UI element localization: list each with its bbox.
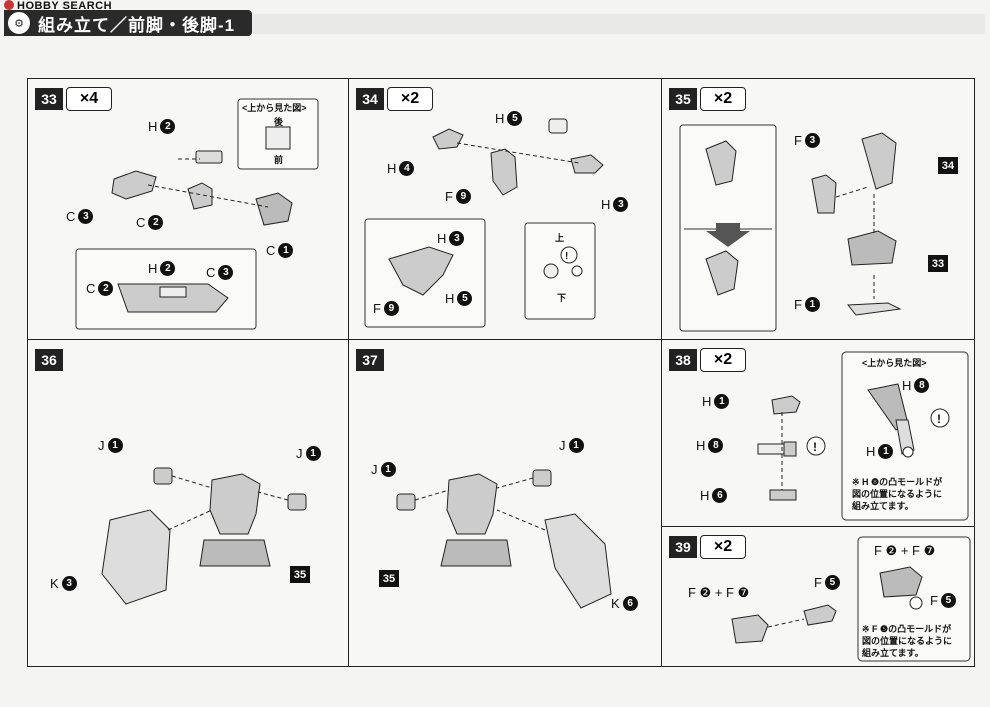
step-37-diagram (396, 469, 612, 609)
step-number: 37 (356, 349, 384, 371)
step-number: 35 (669, 88, 697, 110)
watermark-logo-icon (4, 0, 14, 10)
header-ghost-band (250, 14, 985, 34)
gear-icon: ⚙ (6, 10, 32, 36)
svg-text:!: ! (937, 412, 941, 426)
step-number: 38 (669, 349, 697, 371)
top-view-title: <上から見た図> (242, 103, 307, 113)
quantity-badge: ×2 (387, 87, 433, 111)
top-view-title: <上から見た図> (862, 358, 927, 368)
step-ref: 33 (928, 255, 948, 272)
title-band: ⚙ 組み立て／前脚・後脚-1 (4, 10, 252, 36)
orientation-down: 下 (557, 293, 567, 303)
step-number: 33 (35, 88, 63, 110)
orientation-up: 上 (555, 233, 565, 243)
step-ref: 34 (938, 157, 958, 174)
step-39-diagram (731, 536, 971, 662)
step-ref: 35 (290, 566, 310, 583)
watermark: HOBBY SEARCH (4, 0, 112, 12)
quantity-badge: ×2 (700, 87, 746, 111)
svg-text:!: ! (565, 251, 568, 262)
top-view-back-label: 後 (274, 117, 284, 127)
step-38-diagram: ! ! (757, 351, 969, 521)
page-title: 組み立て／前脚・後脚-1 (38, 15, 236, 35)
page-header: HOBBY SEARCH ⚙ 組み立て／前脚・後脚-1 (0, 0, 990, 38)
svg-text:!: ! (813, 440, 817, 454)
step-33-diagram (75, 98, 319, 330)
step-35-diagram (679, 124, 902, 332)
quantity-badge: ×2 (700, 348, 746, 372)
quantity-badge: ×2 (700, 535, 746, 559)
part-combo-label: F ❷ + F ❼ (688, 585, 750, 600)
step-number: 36 (35, 349, 63, 371)
step-38-note: ※ H ❽の凸モールドが図の位置になるように組み立てます。 (852, 477, 943, 511)
top-view-front-label: 前 (274, 155, 284, 165)
quantity-badge: ×4 (66, 87, 112, 111)
step-number: 34 (356, 88, 384, 110)
step-number: 39 (669, 536, 697, 558)
step-39-note: ※ F ❺の凸モールドが図の位置になるように組み立てます。 (862, 624, 953, 658)
part-combo-label: F ❷ + F ❼ (874, 543, 936, 558)
watermark-text: HOBBY SEARCH (17, 0, 113, 12)
step-ref: 35 (379, 570, 399, 587)
step-34-diagram: ! (364, 118, 604, 328)
step-36-diagram (101, 467, 307, 605)
